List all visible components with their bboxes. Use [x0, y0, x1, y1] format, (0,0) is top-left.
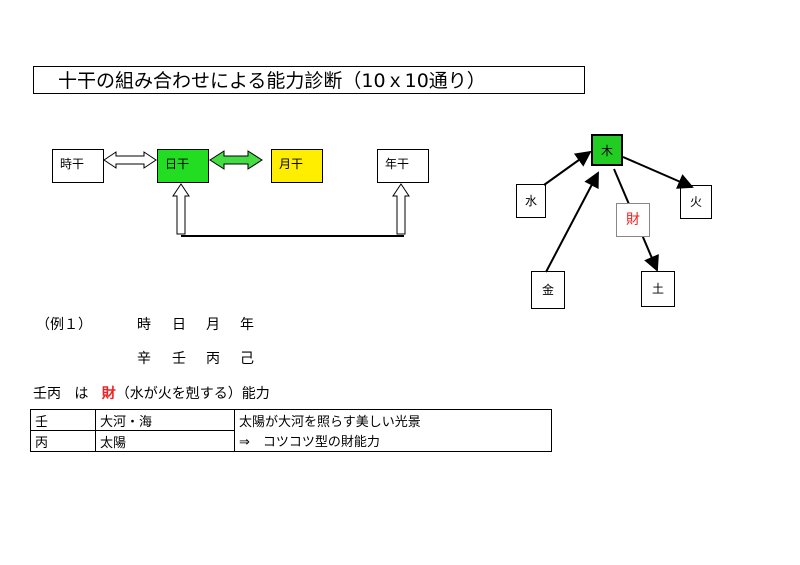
table-meaning-cell: 太陽	[95, 430, 235, 452]
table-meaning-cell: 大河・海	[95, 409, 235, 431]
table-stem-cell: 丙	[30, 430, 96, 452]
example-header-month: 月	[206, 317, 220, 333]
hour-stem-label: 時干	[60, 157, 85, 171]
wood-to-fire-arrow	[622, 156, 694, 189]
month-stem-box: 月干	[271, 149, 323, 183]
example-label: （例１）	[36, 317, 92, 333]
wood-element-box: 木	[591, 134, 623, 166]
stem-meaning-table: 壬 大河・海 太陽が大河を照らす美しい光景 丙 太陽 ⇒ コツコツ型の財能力	[30, 409, 552, 452]
summary-pair: 壬丙	[33, 386, 61, 402]
wealth-relation-box: 財	[616, 203, 650, 237]
fire-element-label: 火	[689, 195, 702, 209]
example-header-year: 年	[240, 317, 254, 333]
hour-day-double-arrow	[103, 151, 157, 169]
year-stem-box: 年干	[377, 149, 429, 183]
page-title: 十干の組み合わせによる能力診断（10ｘ10通り）	[33, 66, 585, 94]
metal-element-box: 金	[531, 271, 565, 309]
fire-element-box: 火	[680, 185, 712, 219]
water-element-box: 水	[516, 184, 546, 218]
water-to-wood-arrow	[543, 150, 592, 186]
earth-element-label: 土	[651, 282, 664, 296]
table-row: 丙 太陽 ⇒ コツコツ型の財能力	[30, 430, 552, 452]
day-stem-box: 日干	[157, 149, 209, 183]
metal-element-label: 金	[541, 283, 554, 297]
table-stem-cell: 壬	[30, 409, 96, 431]
table-desc-cell-1: 太陽が大河を照らす美しい光景	[234, 409, 552, 431]
day-month-double-arrow	[209, 150, 263, 170]
example-stem-year: 己	[240, 351, 254, 367]
table-desc-cell-2: ⇒ コツコツ型の財能力	[234, 430, 552, 452]
example-header-hour: 時	[137, 317, 151, 333]
wood-element-label: 木	[600, 144, 613, 158]
example-stem-day: 壬	[172, 351, 186, 367]
summary-particle: は	[74, 386, 89, 402]
table-row: 壬 大河・海 太陽が大河を照らす美しい光景	[30, 409, 552, 431]
summary-line: 壬丙 は 財（水が火を剋する）能力	[33, 383, 270, 403]
summary-note: （水が火を剋する）	[115, 386, 242, 402]
hour-stem-box: 時干	[52, 149, 104, 183]
summary-suffix: 能力	[241, 386, 270, 402]
day-stem-label: 日干	[165, 157, 190, 171]
example-stem-month: 丙	[206, 351, 220, 367]
water-element-label: 水	[524, 194, 537, 208]
earth-element-box: 土	[641, 271, 675, 307]
year-up-arrow	[392, 183, 410, 235]
day-up-arrow	[172, 183, 190, 235]
year-stem-label: 年干	[385, 157, 410, 171]
month-stem-label: 月干	[279, 157, 304, 171]
summary-ability: 財	[101, 386, 116, 402]
metal-to-wood-arrow	[545, 171, 599, 273]
example-stem-hour: 辛	[137, 351, 151, 367]
wealth-relation-label: 財	[626, 212, 640, 228]
example-header-day: 日	[172, 317, 186, 333]
